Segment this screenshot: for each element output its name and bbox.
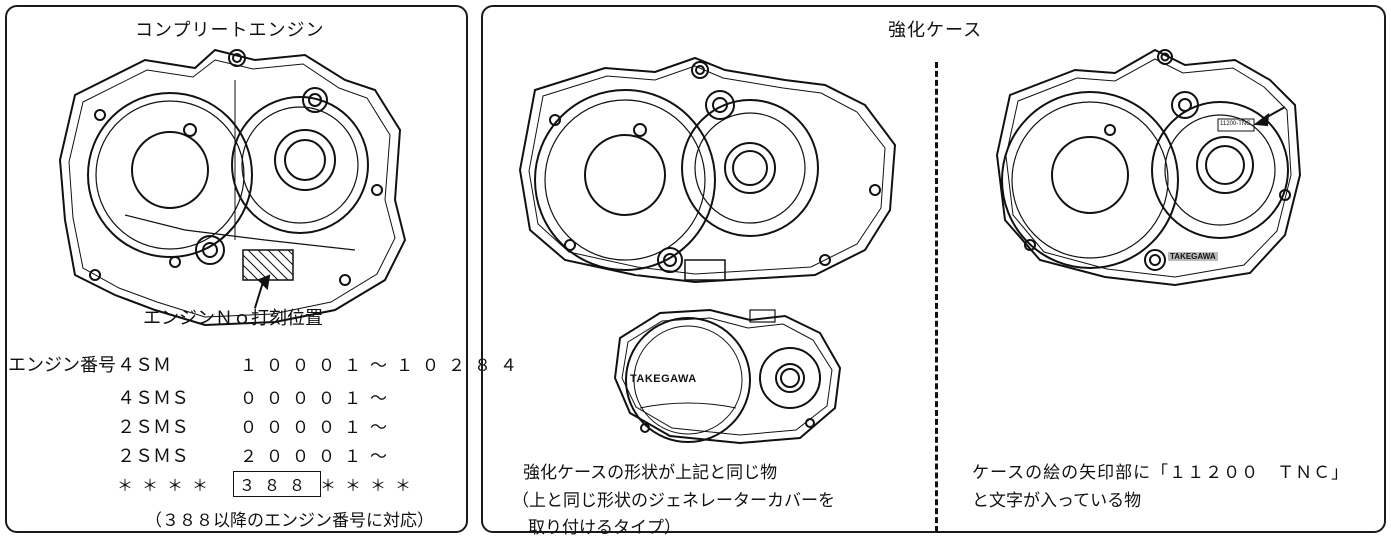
reinforced-desc-left-line1: 強化ケースの形状が上記と同じ物 (523, 463, 778, 483)
serial-model-3: ２ＳＭＳ (117, 417, 189, 438)
pattern-prefix: ＊＊＊＊ (117, 476, 218, 495)
case-logo: TAKEGAWA (1168, 252, 1218, 261)
stamp-text: 11200-TNC (1220, 121, 1251, 127)
reinforced-desc-right-line1: ケースの絵の矢印部に「１１２００ ＴＮＣ」 (972, 463, 1350, 483)
serial-range-2: ００００１～ (240, 389, 396, 409)
reinforced-desc-left-line2: （上と同じ形状のジェネレーターカバーを (512, 491, 835, 511)
reinforced-case-title: 強化ケース (888, 20, 983, 41)
serial-model-1: ４ＳＭ (117, 355, 171, 376)
reinforced-case-drawing-right (995, 48, 1302, 287)
serial-range-4: ２０００１～ (240, 447, 396, 467)
serial-model-4: ２ＳＭＳ (117, 446, 189, 467)
serial-note: （３８８以降のエンジン番号に対応） (145, 511, 434, 531)
cover-logo: TAKEGAWA (630, 373, 697, 385)
engine-number-label: エンジン番号 (8, 355, 116, 376)
complete-engine-panel (5, 5, 468, 533)
complete-engine-title: コンプリートエンジン (135, 20, 325, 41)
serial-model-2: ４ＳＭＳ (117, 388, 189, 409)
serial-range-1: １０００１～１０２８４ (240, 356, 526, 376)
complete-engine-case-drawing (58, 48, 407, 327)
reinforced-desc-left-line3: 取り付けるタイプ） (528, 518, 681, 538)
engine-no-callout: エンジンＮｏ打刻位置 (143, 308, 323, 329)
reinforced-desc-right-line2: と文字が入っている物 (972, 491, 1142, 511)
pattern-suffix: ＊＊＊＊ (320, 476, 421, 495)
reinforced-case-drawing-left (518, 56, 897, 284)
pattern-code-box: ３８８ (233, 471, 322, 497)
generator-cover-drawing (613, 308, 842, 445)
serial-range-3: ００００１～ (240, 418, 396, 438)
panel-divider (935, 62, 938, 532)
reinforced-case-panel (481, 5, 1386, 533)
